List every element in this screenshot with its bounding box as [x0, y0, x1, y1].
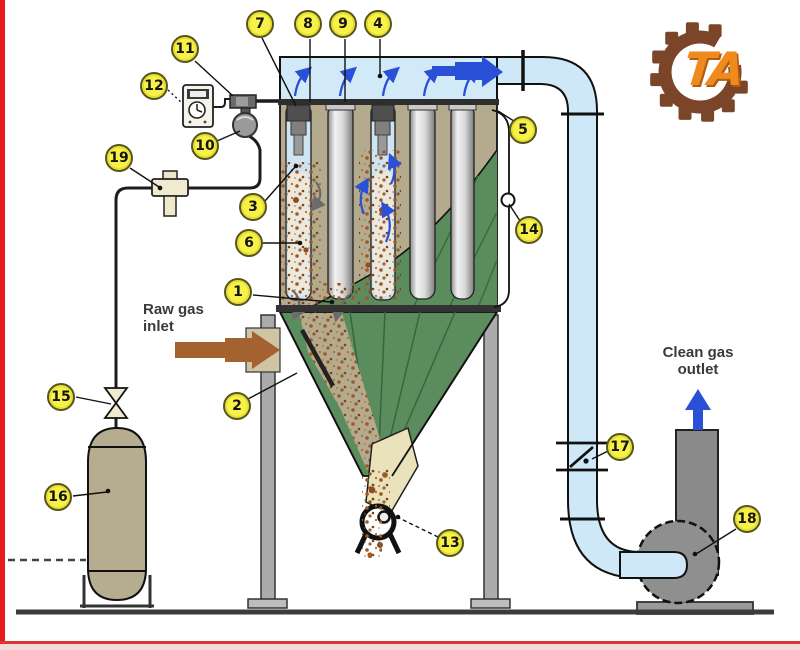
callout-19: 19 — [105, 144, 133, 172]
clean-gas-outlet-arrow — [685, 389, 711, 430]
pulse-timer-controller — [182, 84, 214, 128]
casing-pressure-tap — [491, 109, 516, 308]
callout-1: 1 — [224, 278, 252, 306]
callout-8: 8 — [294, 10, 322, 38]
callout-18: 18 — [733, 505, 761, 533]
callout-2: 2 — [223, 392, 251, 420]
frame-left-stripe — [0, 0, 5, 650]
raw-gas-inlet-label-line1: Raw gas — [143, 301, 204, 318]
callout-9: 9 — [329, 10, 357, 38]
callout-4: 4 — [364, 10, 392, 38]
callout-15: 15 — [47, 383, 75, 411]
raw-gas-inlet-label-line2: inlet — [143, 318, 174, 335]
gear-logo-icon — [650, 22, 748, 122]
exhaust-fan — [619, 429, 754, 615]
raw-gas-inlet — [175, 327, 281, 373]
clean-gas-outlet-label-line1: Clean gas — [662, 344, 734, 361]
raw-gas-inlet-label: Raw gas inlet — [143, 301, 204, 335]
callout-12: 12 — [140, 72, 168, 100]
callout-14: 14 — [515, 216, 543, 244]
clean-gas-outlet-label-line2: outlet — [677, 361, 719, 378]
duct-fittings — [521, 50, 608, 521]
callout-10: 10 — [191, 132, 219, 160]
body-flange — [276, 305, 501, 312]
tank-valve — [103, 387, 129, 419]
dust-hopper — [278, 311, 499, 515]
rotary-discharge-valve — [354, 468, 402, 558]
logo-letters: TA — [681, 42, 745, 96]
callout-3: 3 — [239, 193, 267, 221]
callout-17: 17 — [606, 433, 634, 461]
tube-sheet — [278, 99, 499, 105]
support-legs — [247, 314, 511, 609]
dust-cloud — [281, 150, 401, 309]
solenoid-valve — [229, 94, 257, 117]
air-filter-regulator — [151, 170, 189, 217]
inlet-baffle — [300, 328, 335, 388]
callout-16: 16 — [44, 483, 72, 511]
frame-bottom-strip — [0, 644, 800, 650]
frame-bottom-line — [0, 641, 800, 644]
callout-13: 13 — [436, 529, 464, 557]
callout-6: 6 — [235, 229, 263, 257]
callout-11: 11 — [171, 35, 199, 63]
compressed-air-tank — [80, 426, 154, 608]
diaphragm-pulse-valve — [232, 112, 258, 138]
callout-7: 7 — [246, 10, 274, 38]
main-flow-arrow — [432, 56, 503, 87]
callout-5: 5 — [509, 116, 537, 144]
clean-gas-outlet-label: Clean gas outlet — [648, 344, 748, 378]
